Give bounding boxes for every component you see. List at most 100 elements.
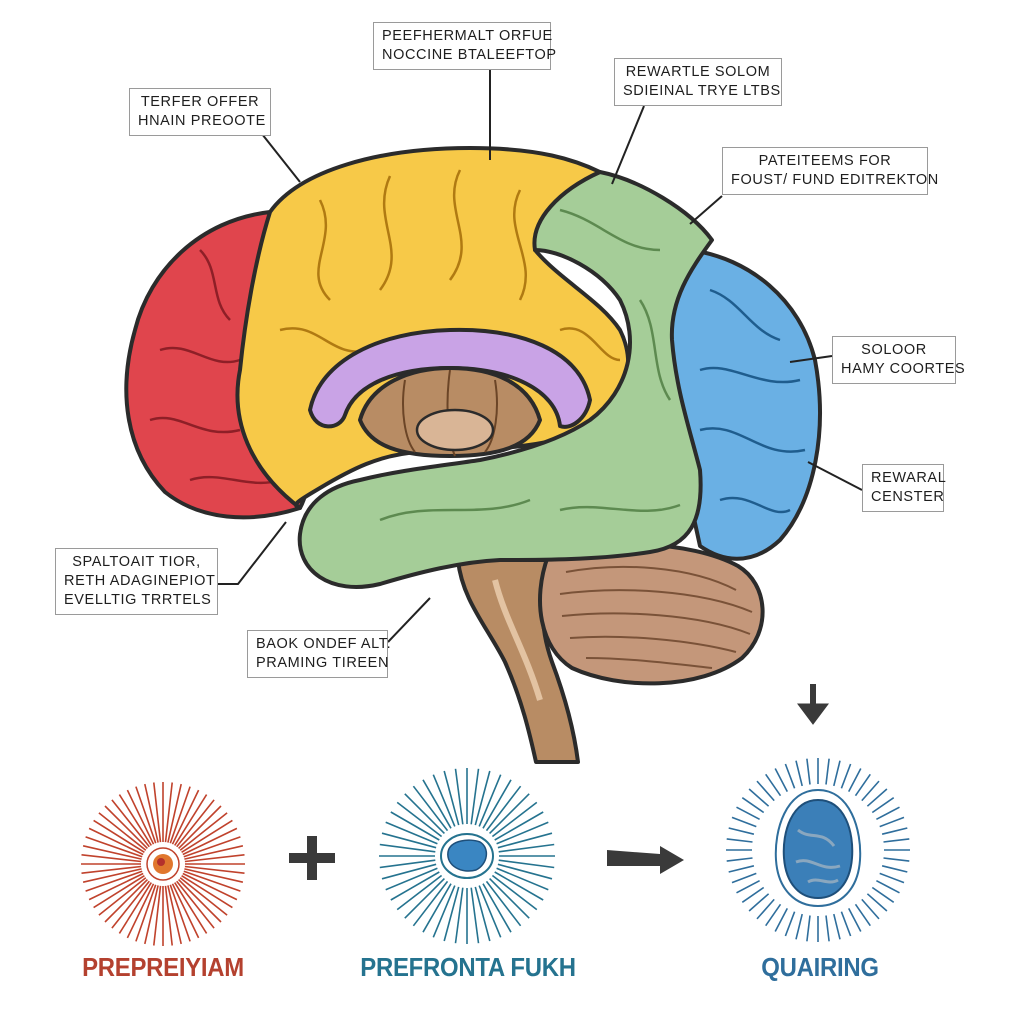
label-left-lower-line3: EVELLTIG TRRTELS [64,591,209,610]
neuron-ray-blue [884,839,910,842]
label-top-center-line1: PEEFHERMALT ORFUE [382,27,542,46]
neuron-ray-red [168,885,181,944]
neuron-ray-blue [807,759,810,785]
neuron-ray-blue [729,866,754,872]
neuron-nucleus-teal [448,840,487,871]
neuron-ray-red [145,885,158,944]
caption-step-1: PREPREIYIAM [57,952,269,983]
neuron-ray-red [105,806,147,848]
neuron-ray-red [179,806,221,848]
neuron-ray-blue [849,769,861,792]
label-bottom-center-line2: PRAMING TIREEN [256,654,379,673]
neuron-ray-blue [884,858,910,861]
label-left-lower-line1: SPALTOAIT TIOR, [64,553,209,572]
neuron-ray-blue [826,759,829,785]
neuron-ray-red [175,883,207,934]
neuron-ray-blue [882,866,907,872]
label-right-middle-line1: SOLOOR [841,341,947,360]
neuron-ray-red [182,820,233,852]
neuron-ray-blue [876,807,899,819]
label-right-upper: PATEITEEMS FOR FOUST/ FUND EDITREKTON [722,147,928,195]
neuron-ray-blue [841,912,850,936]
right-arrow-icon [607,846,684,874]
label-right-upper-line1: PATEITEEMS FOR [731,152,919,171]
label-top-left-line1: TERFER OFFER [138,93,262,112]
neuron-ray-blue [737,881,760,893]
label-right-lower-line2: CENSTER [871,488,935,507]
neuron-ray-blue [785,912,794,936]
neuron-ray-red [154,886,161,946]
neuron-nucleus-blue [784,800,853,898]
neuron-ray-blue [727,839,753,842]
leader-line-top-right [612,106,644,184]
neuron-ray-blue [834,761,840,786]
neuron-ray-blue [796,761,802,786]
neuron-ray-red [185,855,245,862]
label-right-upper-line2: FOUST/ FUND EDITREKTON [731,171,919,190]
label-right-lower: REWARAL CENSTER [862,464,944,512]
neuron-ray-blue [807,916,810,942]
neuron-ray-red [175,795,207,846]
label-top-left: TERFER OFFER HNAIN PREOOTE [129,88,271,136]
neuron-nucleus-dot-red [157,858,165,866]
neuron-ray-red [119,795,151,846]
label-left-lower-line2: RETH ADAGINEPIOT [64,572,209,591]
neuron-ray-blue [841,764,850,788]
neuron-ray-red [166,886,173,946]
neuron-ray-red [94,876,145,908]
neuron-ray-blue [849,908,861,931]
neuron-ray-blue [882,828,907,834]
neuron-ray-red [105,880,147,922]
process-row [81,684,910,946]
label-bottom-center: BAOK ONDEF ALT. PRAMING TIREEN [247,630,388,678]
label-right-middle-line2: HAMY COORTES [841,360,947,379]
neuron-ray-red [83,846,142,859]
neuron-ray-red [83,869,142,882]
neuron-ray-blue [775,908,787,931]
neuron-ray-blue [737,807,760,819]
neuron-ray-blue [785,764,794,788]
neuron-burst-blue-icon [726,758,910,942]
neuron-ray-red [82,855,142,862]
leader-line-left-lower [218,522,286,584]
label-top-left-line2: HNAIN PREOOTE [138,112,262,131]
label-top-center: PEEFHERMALT ORFUE NOCCINE BTALEEFTOP [373,22,551,70]
neuron-ray-red [166,783,173,843]
label-top-right: REWARTLE SOLOM SDIEINAL TRYE LTBS [614,58,782,106]
thalamus-core [417,410,493,450]
neuron-ray-blue [732,817,756,826]
neuron-ray-blue [796,914,802,939]
leader-line-right-lower [808,462,862,490]
label-left-lower: SPALTOAIT TIOR, RETH ADAGINEPIOT EVELLTI… [55,548,218,615]
neuron-ray-red [94,820,145,852]
neuron-ray-red [185,867,245,874]
neuron-ray-red [82,867,142,874]
neuron-ray-red [184,846,243,859]
neuron-ray-blue [880,873,904,882]
plus-operator [289,836,335,880]
neuron-ray-red [119,883,151,934]
label-right-lower-line1: REWARAL [871,469,935,488]
neuron-ray-red [184,869,243,882]
label-top-right-line1: REWARTLE SOLOM [623,63,773,82]
leader-line-bottom-center [388,598,430,642]
label-bottom-center-line1: BAOK ONDEF ALT. [256,635,379,654]
label-top-center-line2: NOCCINE BTALEEFTOP [382,46,542,65]
neuron-burst-red-icon [81,782,245,946]
neuron-ray-red [168,784,181,843]
neuron-ray-blue [834,914,840,939]
neuron-ray-blue [727,858,753,861]
label-right-middle: SOLOOR HAMY COORTES [832,336,956,384]
neuron-ray-blue [880,817,904,826]
leader-line-top-left [262,134,300,182]
caption-step-2: PREFRONTA FUKH [359,952,576,983]
neuron-ray-red [179,880,221,922]
neuron-burst-teal-icon [379,768,555,944]
neuron-ray-blue [876,881,899,893]
neuron-ray-blue [729,828,754,834]
label-top-right-line2: SDIEINAL TRYE LTBS [623,82,773,101]
down-arrow-icon [798,684,828,724]
neuron-ray-red [154,783,161,843]
neuron-ray-blue [775,769,787,792]
caption-step-3: QUAIRING [737,952,903,983]
